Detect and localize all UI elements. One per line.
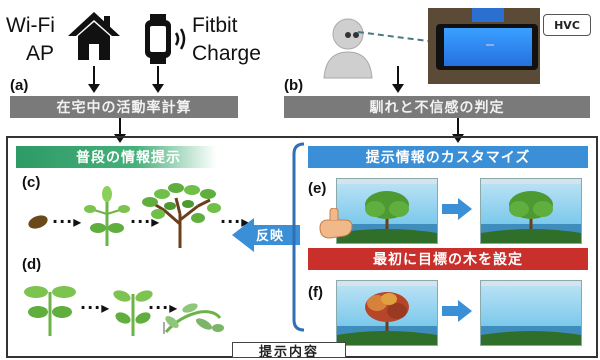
house-icon — [68, 12, 120, 60]
bracket — [292, 142, 305, 332]
drooping-sapling-icon — [113, 290, 153, 336]
progress-dots: ···▸ — [130, 212, 161, 231]
reflect-arrow — [232, 218, 300, 252]
reflect-label: 反映 — [256, 229, 285, 244]
hvc-label: HVC — [543, 14, 591, 36]
label-e: (e) — [308, 180, 327, 197]
goal-tree-band: 最初に目標の木を設定 — [308, 248, 588, 270]
wifi-ap-label-line1: Wi-Fi — [6, 14, 55, 37]
label-c: (c) — [22, 174, 41, 191]
progress-dots: ···▸ — [220, 212, 251, 231]
sapling-icon — [24, 286, 76, 336]
tree-icon — [142, 183, 221, 248]
progress-dots: ···▸ — [80, 298, 111, 317]
smartwatch-icon — [145, 14, 186, 64]
wifi-ap-label-line2: AP — [26, 42, 55, 65]
sapling-icon — [84, 186, 130, 246]
arrow-down-icon — [88, 66, 100, 93]
progress-dots: ···▸ — [52, 212, 83, 231]
label-f: (f) — [308, 284, 323, 301]
screen-with-tree — [336, 178, 438, 244]
arrow-right-icon — [442, 300, 472, 322]
gaze-line — [357, 31, 437, 43]
seed-icon — [28, 215, 48, 229]
fitbit-label-line1: Fitbit — [192, 14, 238, 37]
empty-screen — [480, 280, 582, 346]
normal-info-band: 普段の情報提示 — [16, 146, 216, 168]
person-icon — [323, 18, 373, 79]
label-d: (d) — [22, 256, 42, 273]
wilted-sapling-icon — [163, 303, 224, 334]
hand-pointer-icon[interactable] — [318, 208, 356, 242]
arrow-down-icon — [152, 66, 164, 93]
hvc-camera-photo — [428, 8, 540, 84]
activity-calc-bar: 在宅中の活動率計算 — [10, 96, 238, 118]
custom-info-band: 提示情報のカスタマイズ — [308, 146, 588, 168]
screen-with-autumn-tree — [336, 280, 438, 346]
screen-with-tree-updated — [480, 178, 582, 244]
arrow-down-icon — [392, 66, 404, 93]
label-a: (a) — [10, 77, 29, 94]
habituation-judgment-bar: 馴れと不信感の判定 — [284, 96, 590, 118]
progress-dots: ···▸ — [148, 298, 179, 317]
arrow-right-icon — [442, 198, 472, 220]
label-b: (b) — [284, 77, 304, 94]
fitbit-label-line2: Charge — [192, 42, 261, 65]
